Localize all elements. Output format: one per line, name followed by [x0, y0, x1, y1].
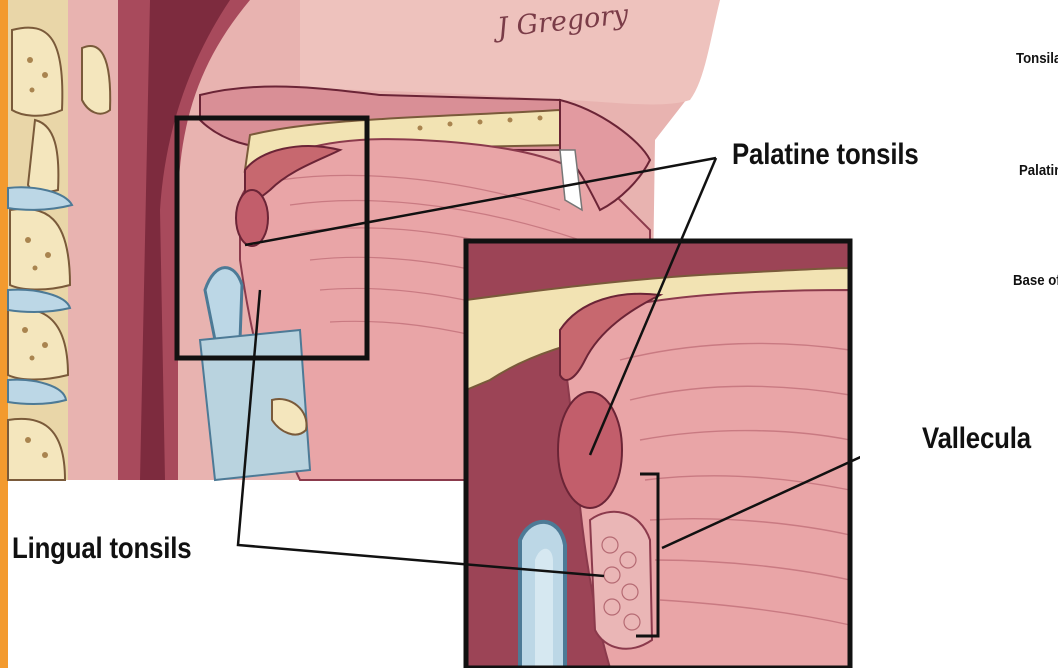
side-label-tonsilar: Tonsilar	[1016, 50, 1058, 67]
side-label-palatine: Palatine	[1019, 162, 1058, 179]
throat-anatomy-illustration	[0, 0, 860, 668]
label-lingual-tonsils: Lingual tonsils	[12, 532, 191, 566]
side-label-base-of: Base of	[1013, 272, 1058, 289]
label-palatine-tonsils: Palatine tonsils	[732, 138, 919, 172]
label-vallecula: Vallecula	[922, 422, 1031, 456]
palatine-tonsil	[236, 190, 268, 246]
